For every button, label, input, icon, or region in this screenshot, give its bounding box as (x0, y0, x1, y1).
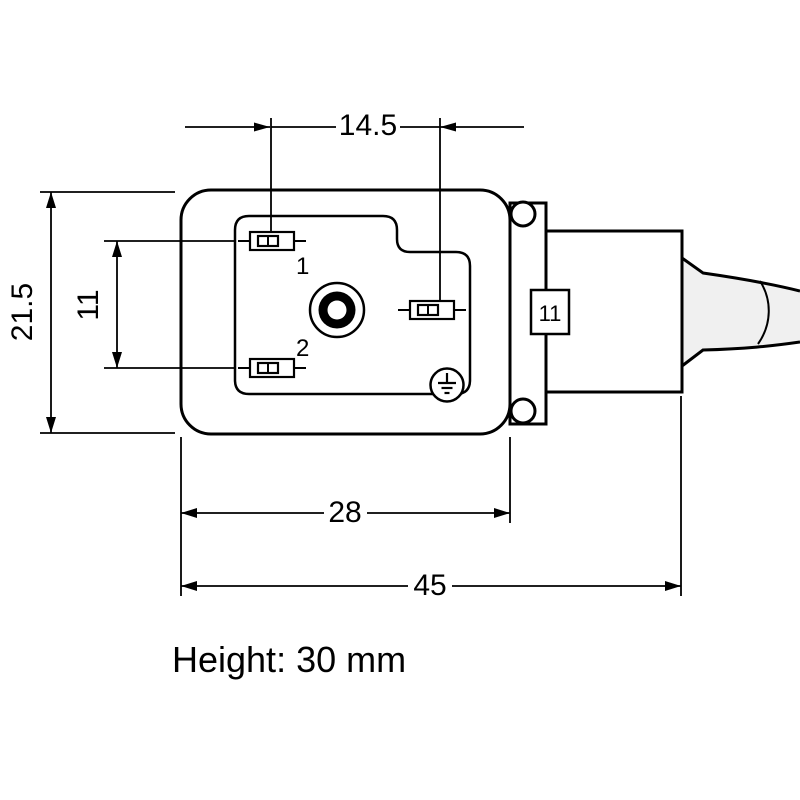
dim-body-height-label: 21.5 (6, 283, 39, 341)
gland-size-label: 11 (539, 301, 562, 326)
center-screw-hole (308, 281, 366, 339)
dim-overall-width-label: 45 (413, 569, 446, 602)
height-note: Height: 30 mm (172, 639, 406, 680)
dimension-top-width: 14.5 (185, 109, 524, 300)
mounting-hole-bottom (509, 397, 537, 425)
dimension-body-width: 28 (180, 437, 511, 596)
dimension-body-height: 21.5 (6, 191, 175, 434)
cable (681, 256, 800, 368)
cable-gland (544, 229, 684, 394)
cable-bend-line (757, 280, 770, 345)
contact-2: 2 (238, 335, 309, 379)
mounting-hole-top (509, 200, 537, 228)
dim-body-width-label: 28 (328, 496, 361, 529)
dim-pin-spacing-label: 11 (72, 289, 105, 320)
dimension-overall-width: 45 (181, 396, 682, 602)
dim-top-width-label: 14.5 (339, 109, 397, 142)
ground-contact (398, 299, 466, 321)
earth-ground-icon (429, 367, 465, 403)
dimension-pin-spacing: 11 (72, 240, 236, 369)
gland-size-marker: 11 (529, 288, 571, 336)
pin1-label: 1 (296, 253, 309, 280)
contact-1: 1 (238, 230, 309, 280)
pin2-label: 2 (296, 335, 309, 362)
